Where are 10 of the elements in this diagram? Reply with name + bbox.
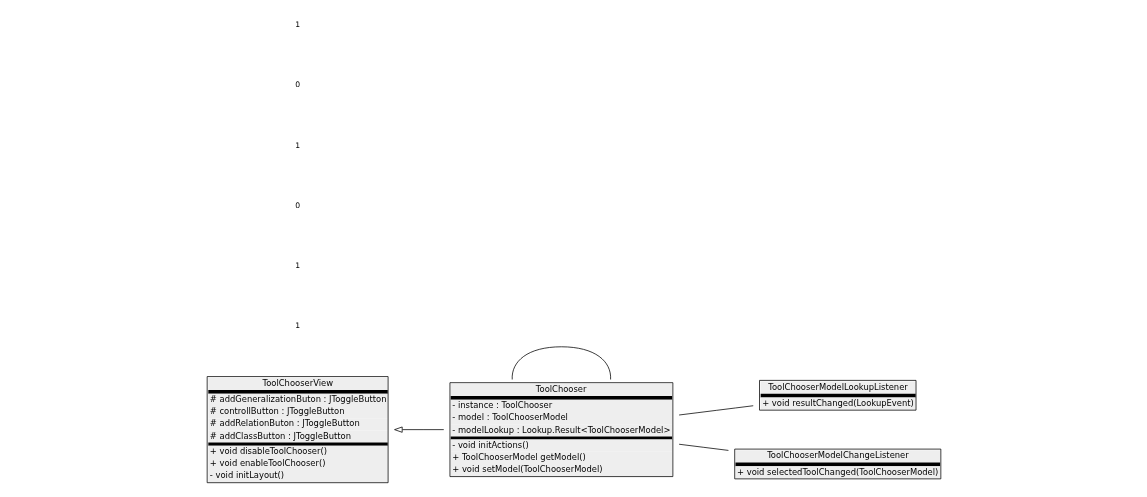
connector <box>678 443 729 451</box>
label: 1 <box>294 321 300 331</box>
label: 1 <box>294 19 300 29</box>
connector <box>511 346 611 380</box>
label: 0 <box>294 200 300 210</box>
label: 1 <box>294 261 300 271</box>
label: 1 <box>294 140 300 150</box>
arrow <box>393 426 444 433</box>
label: 0 <box>294 80 300 90</box>
connector <box>678 405 754 416</box>
